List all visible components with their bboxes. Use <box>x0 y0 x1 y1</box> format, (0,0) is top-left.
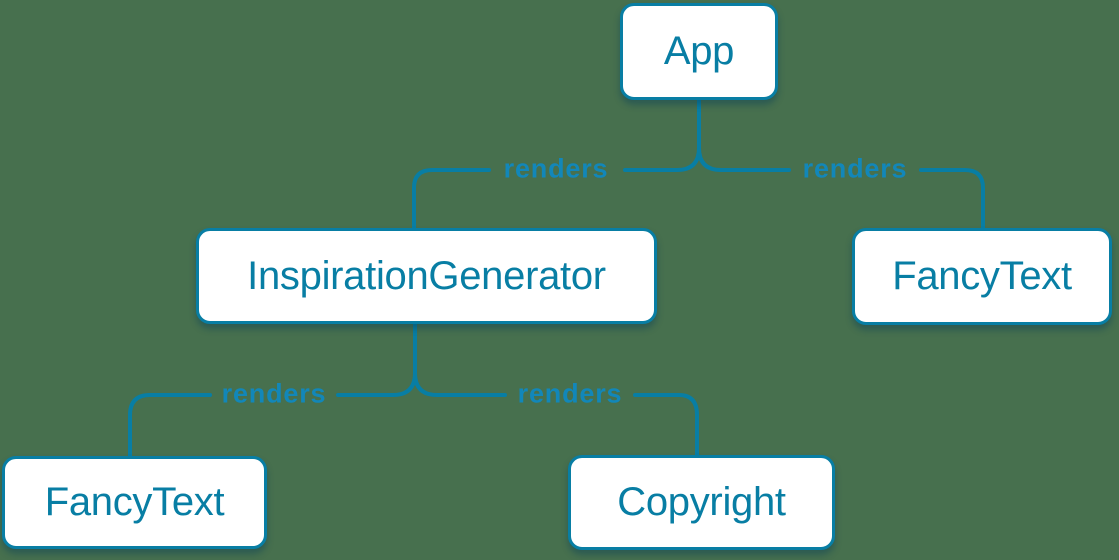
edge-label-renders-inspirationgenerator-copyright: renders <box>517 378 623 409</box>
node-app: App <box>620 3 778 100</box>
node-fancytext-right: FancyText <box>852 228 1112 325</box>
node-fancytext-bottom-left-label: FancyText <box>44 480 225 524</box>
node-inspirationgenerator: InspirationGenerator <box>196 228 657 324</box>
edge-app-to-fancytext <box>697 98 985 230</box>
edge-inspirationgenerator-to-copyright <box>413 322 699 457</box>
node-inspirationgenerator-label: InspirationGenerator <box>247 253 606 298</box>
edge-label-renders-app-inspirationgenerator: renders <box>503 153 609 184</box>
node-fancytext-bottom-left: FancyText <box>2 456 267 549</box>
edge-label-renders-inspirationgenerator-fancytext: renders <box>221 378 327 409</box>
edge-label-renders-app-fancytext: renders <box>802 153 908 184</box>
node-fancytext-right-label: FancyText <box>892 254 1072 298</box>
node-copyright-label: Copyright <box>617 480 786 524</box>
node-copyright: Copyright <box>568 455 835 550</box>
node-app-label: App <box>663 29 735 73</box>
